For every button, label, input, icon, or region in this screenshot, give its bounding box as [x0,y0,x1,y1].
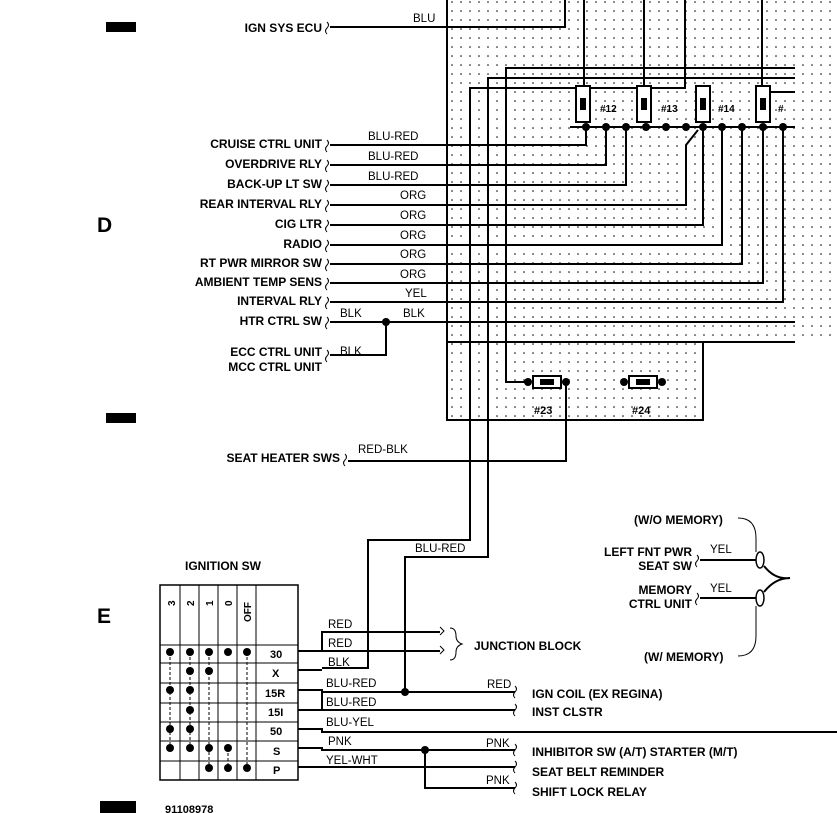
zone-dash-3 [100,801,136,813]
wire-label: PNK [486,738,510,750]
fuse-15: # [755,85,784,123]
ignition-switch: IGNITION SW 3 2 1 0 OFF 30 X 15R 15I 50 … [159,559,299,781]
wire-label: ORG [400,210,426,222]
wire-label: BLK [340,346,362,358]
zone-dash-1 [106,22,136,32]
wire-label: BLU-RED [415,543,465,555]
fuse-label: #12 [600,104,617,115]
footer-code: 91108978 [165,804,213,813]
fuse-13: #13 [636,85,678,123]
relay-label: #24 [632,405,651,417]
ign-row: 15I [268,707,283,719]
fuse-label: # [778,104,784,115]
mcc-ctrl-unit-label: MCC CTRL UNIT [228,360,322,374]
fuse-14: #14 [695,85,735,123]
wo-memory-label: (W/O MEMORY) [634,513,723,527]
wire-label: YEL-WHT [326,755,378,767]
wire-label: BLK [328,657,350,669]
wire-label: PNK [486,775,510,787]
wire-label: YEL [405,288,427,300]
wire-label: ORG [400,269,426,281]
ign-col: 0 [224,600,235,606]
right-outputs: RED PNK PNK IGN COIL (EX REGINA) INST CL… [486,679,738,799]
wire-label: BLK [340,308,362,320]
w-memory-label: (W/ MEMORY) [644,650,724,664]
ign-coil-label: IGN COIL (EX REGINA) [532,687,662,701]
left-seat-label-1: LEFT FNT PWR [604,545,692,559]
back-up-lt-sw-label: BACK-UP LT SW [227,177,323,191]
fuse-12: #12 [575,85,617,123]
memory-ctrl-label-2: CTRL UNIT [629,597,693,611]
relay-24: #24 [620,375,666,417]
ignition-title: IGNITION SW [185,559,262,573]
wire-label: BLU-RED [326,678,376,690]
left-connections: CRUISE CTRL UNIT OVERDRIVE RLY BACK-UP L… [195,127,795,330]
wire-label: BLU-RED [368,171,418,183]
ecc-ctrl-unit-label: ECC CTRL UNIT [230,345,322,359]
switch-outputs: RED RED BLK BLU-RED BLU-RED BLU-YEL PNK … [298,619,837,789]
ign-row: S [273,746,280,758]
zone-letter-d: D [97,214,112,237]
ign-sys-ecu-circuit: IGN SYS ECU BLU [245,0,566,35]
inhibitor-sw-label: INHIBITOR SW (A/T) STARTER (M/T) [532,745,738,759]
wire-label: YEL [710,583,732,595]
zone-dash-2 [106,413,136,423]
radio-label: RADIO [283,237,322,251]
wire-label: RED [487,679,511,691]
wire-label: BLK [403,308,425,320]
ign-col: 1 [205,600,216,606]
htr-ctrl-sw-label: HTR CTRL SW [240,314,323,328]
wire-label: RED [328,619,352,631]
ign-row: 50 [270,726,282,738]
zone-letter-e: E [97,605,111,628]
wire-label: BLU-RED [368,151,418,163]
shift-lock-relay-label: SHIFT LOCK RELAY [532,785,647,799]
wire-label: ORG [400,249,426,261]
wire-label: RED [328,638,352,650]
ign-sys-ecu-label: IGN SYS ECU [245,21,322,35]
ign-sys-ecu-wire: BLU [413,13,435,25]
wire-label: BLU-YEL [326,717,375,729]
left-seat-label-2: SEAT SW [638,559,692,573]
junction-block-label: JUNCTION BLOCK [474,639,582,653]
cig-ltr-label: CIG LTR [275,217,322,231]
fuse-label: #14 [718,104,735,115]
zone-markers: D E [97,22,136,813]
wire-label: ORG [400,230,426,242]
seat-belt-reminder-label: SEAT BELT REMINDER [532,765,665,779]
ambient-temp-sens-label: AMBIENT TEMP SENS [195,275,322,289]
ign-col: OFF [243,602,254,622]
overdrive-rly-label: OVERDRIVE RLY [225,157,322,171]
rt-pwr-mirror-sw-label: RT PWR MIRROR SW [200,256,323,270]
wire-label: BLU-RED [326,697,376,709]
memory-ctrl-label-1: MEMORY [638,583,692,597]
wire-label: PNK [328,736,352,748]
ign-row: 30 [270,649,282,661]
wire-label: YEL [710,544,732,556]
cruise-ctrl-unit-label: CRUISE CTRL UNIT [210,137,322,151]
inst-clstr-label: INST CLSTR [532,705,603,719]
seat-heater-label: SEAT HEATER SWS [226,451,340,465]
block-down-wires: BLU-RED [322,342,489,692]
relays: #23 #24 [524,375,666,462]
ign-row: P [273,765,280,777]
wire-label: RED-BLK [358,444,408,456]
ecc-mcc-circuit: ECC CTRL UNIT MCC CTRL UNIT BLK [228,318,390,374]
relay-label: #23 [534,405,552,417]
ign-row: 15R [265,688,285,700]
ign-col: 2 [186,600,197,606]
wire-label: ORG [400,190,426,202]
seat-heater-circuit: SEAT HEATER SWS RED-BLK [226,444,566,467]
rear-interval-rly-label: REAR INTERVAL RLY [200,197,322,211]
ign-col: 3 [167,600,178,606]
interval-rly-label: INTERVAL RLY [237,294,322,308]
wire-label: BLU-RED [368,131,418,143]
memory-section: (W/O MEMORY) LEFT FNT PWR SEAT SW MEMORY… [604,513,791,664]
fuse-label: #13 [661,104,678,115]
ign-row: X [272,668,280,680]
